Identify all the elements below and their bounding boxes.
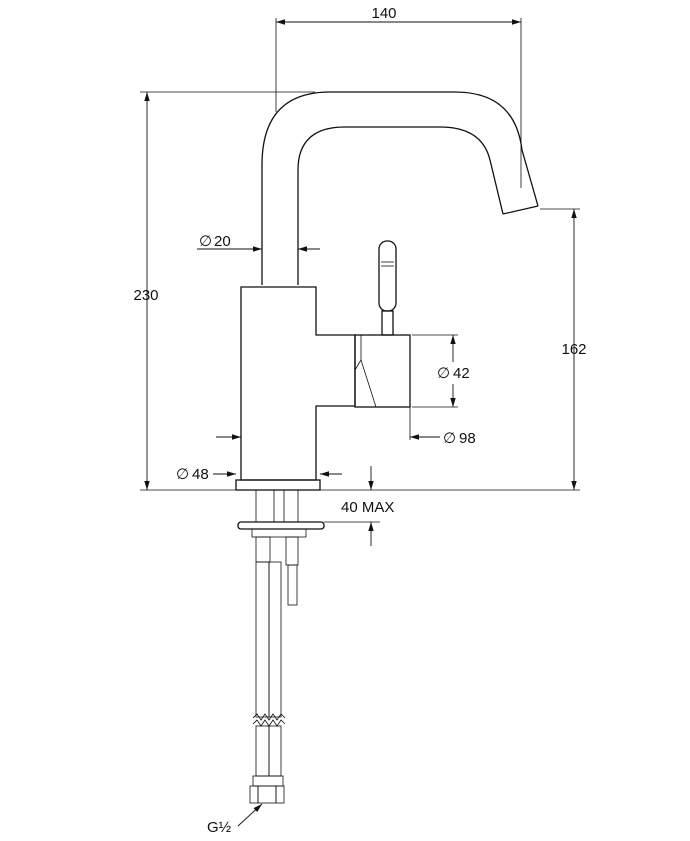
outlet-height-dimension-label: 162 xyxy=(561,341,586,358)
diameter-symbol: ∅ xyxy=(437,365,450,382)
width-dimension-label: 140 xyxy=(371,5,396,22)
cartridge-diameter-annotation: ∅ 42 xyxy=(437,365,470,382)
deck-thickness-label: 40 MAX xyxy=(341,499,394,516)
connection-thread-label: G½ xyxy=(207,819,232,836)
base-diameter-label: 48 xyxy=(192,466,209,483)
pipe-diameter-label: 20 xyxy=(214,233,231,250)
diameter-symbol: ∅ xyxy=(443,430,456,447)
lever-diameter-label: 98 xyxy=(459,430,476,447)
dimension-lines xyxy=(140,18,580,827)
diameter-symbol: ∅ xyxy=(199,233,212,250)
lever-diameter-annotation: ∅ 98 xyxy=(443,430,476,447)
faucet-outline xyxy=(235,91,539,491)
pipe-diameter-annotation: ∅ 20 xyxy=(199,233,231,250)
total-height-dimension-label: 230 xyxy=(133,287,158,304)
under-deck-fixings xyxy=(237,489,325,804)
cartridge-diameter-label: 42 xyxy=(453,365,470,382)
diameter-symbol: ∅ xyxy=(176,466,189,483)
base-diameter-annotation: ∅ 48 xyxy=(176,466,209,483)
